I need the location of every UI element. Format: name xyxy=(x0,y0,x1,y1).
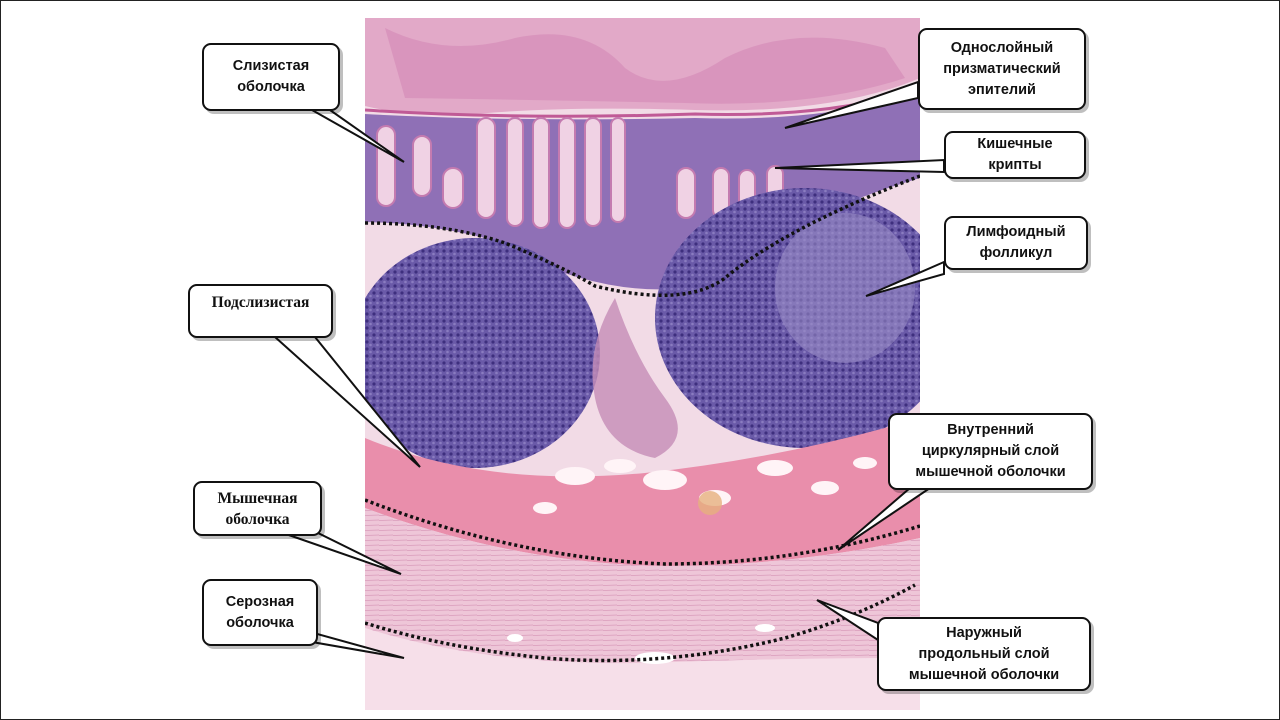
leader-follicle xyxy=(865,260,945,297)
label-outer-muscle: Наружный продольный слой мышечной оболоч… xyxy=(877,617,1091,691)
leader-crypts xyxy=(774,158,945,174)
label-crypts: Кишечные крипты xyxy=(944,131,1086,179)
label-serosa: Серозная оболочка xyxy=(202,579,318,646)
leader-submucosa xyxy=(272,336,421,468)
leader-epithelium xyxy=(784,80,919,129)
leader-mucosa xyxy=(308,109,405,163)
label-mucosa: Слизистая оболочка xyxy=(202,43,340,111)
leader-muscularis xyxy=(282,532,402,575)
leader-inner-muscle xyxy=(837,487,934,551)
histology-micrograph xyxy=(365,18,920,710)
label-muscularis: Мышечная оболочка xyxy=(193,481,322,536)
label-submucosa: Подслизистая xyxy=(188,284,333,338)
label-epithelium: Однослойный призматический эпителий xyxy=(918,28,1086,110)
leader-outer-muscle xyxy=(816,599,879,642)
label-follicle: Лимфоидный фолликул xyxy=(944,216,1088,270)
label-inner-muscle: Внутренний циркулярный слой мышечной обо… xyxy=(888,413,1093,490)
